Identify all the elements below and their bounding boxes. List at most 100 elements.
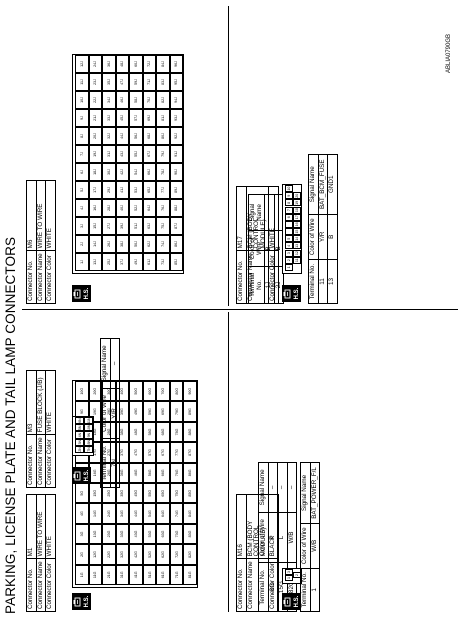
terminal-cavity: 3G [75, 523, 89, 545]
terminal-cavity: 20J [88, 127, 102, 145]
badge-label: H.S. [84, 469, 90, 482]
info-value-connector-name: BCM (BODY CONTROL MODULE) [246, 186, 269, 251]
terminal-cavity: 36J [102, 55, 116, 73]
info-value-connector-number: M6 [26, 180, 37, 251]
terminal-cavity: 69G [156, 401, 170, 422]
connector-view-icon [73, 471, 81, 481]
color-of-wire-header: Color of Wire [300, 523, 311, 569]
terminal-cavity: 62G [156, 544, 170, 565]
signal-cell: 7N [110, 438, 120, 488]
terminal-cavity: 2J [75, 235, 89, 253]
info-label-connector-color: Connector Color [45, 250, 56, 304]
terminal-cavity: 44G [129, 503, 143, 524]
info-label-connector-name: Connector Name [36, 250, 46, 304]
terminal-cavity: 10N [84, 424, 93, 432]
terminal-cavity: 43J [115, 145, 129, 163]
terminal-no-header: Terminal No. [308, 259, 319, 304]
terminal-cavity: 4 [285, 242, 293, 250]
terminal-cavity: 2 [285, 256, 293, 264]
info-value-connector-color: BLACK [268, 494, 279, 559]
terminal-cavity: 22J [88, 91, 102, 109]
info-value-connector-color: WHITE [45, 494, 56, 559]
terminal-cavity: 91J [169, 145, 183, 163]
terminal-cavity: 77G [169, 442, 184, 463]
color-of-wire-header: Color of Wire [308, 214, 319, 260]
connector-view-icon [283, 597, 291, 607]
terminal-cavity: 48G [129, 421, 143, 443]
terminal-cavity: 15 [293, 228, 301, 236]
terminal-cavity: 55J [129, 145, 143, 163]
signal-cell: B [327, 214, 338, 260]
terminal-cavity: 42J [115, 163, 129, 181]
terminal-cavity: 10J [75, 91, 89, 109]
terminal-cavity: 7 [285, 206, 293, 214]
terminal-cavity: 23J [88, 73, 102, 91]
info-value-connector-name: FUSE BLOCK (J/B) [36, 370, 46, 435]
terminal-cavity: 70J [142, 91, 156, 109]
terminal-cavity: 33G [115, 523, 130, 545]
info-label-connector-number: Connector No. [26, 250, 37, 304]
terminal-cavity: 78J [156, 163, 170, 181]
terminal-cavity: 67G [156, 442, 170, 463]
info-label-connector-number: Connector No. [26, 434, 37, 488]
terminal-cavity: 15J [88, 217, 102, 235]
terminal-cavity: 65J [142, 181, 156, 199]
terminal-cavity: 12G [88, 544, 103, 565]
terminal-cavity: 11N [84, 417, 93, 425]
terminal-cavity: 9J [75, 109, 89, 127]
terminal-cavity: 53G [142, 523, 157, 545]
signal-cell: L [277, 512, 288, 563]
terminal-cavity: 1J [75, 253, 89, 271]
info-value-connector-color: WHITE [45, 370, 56, 435]
info-value-connector-color: WHITE [45, 180, 56, 251]
terminal-cavity: 44J [115, 127, 129, 145]
terminal-cavity: 73G [169, 523, 184, 545]
terminal-cavity: 25J [102, 253, 116, 271]
badge-label: H.S. [84, 595, 90, 608]
terminal-cavity: 50J [129, 235, 143, 253]
page-title: PARKING, LICENSE PLATE AND TAIL LAMP CON… [3, 236, 18, 614]
terminal-cavity: 59G [142, 401, 157, 422]
terminal-cavity: 85J [169, 253, 183, 271]
terminal-cavity: 96J [169, 55, 183, 73]
terminal-cavity: 33J [102, 109, 116, 127]
signal-name-header: Signal Name [308, 154, 319, 215]
terminal-cavity: 30J [102, 163, 116, 181]
terminal-cavity: 50G [129, 381, 143, 402]
info-label-connector-name: Connector Name [36, 434, 46, 488]
terminal-cavity: 57G [142, 442, 157, 463]
terminal-cavity: 12 [293, 249, 301, 257]
terminal-cavity: 84G [183, 503, 197, 524]
terminal-cavity: 52J [129, 199, 143, 217]
info-label-connector-color: Connector Color [268, 558, 279, 612]
terminal-cavity: 16 [293, 220, 301, 228]
signal-cell: 13 [327, 259, 338, 304]
terminal-cavity: 28J [102, 199, 116, 217]
terminal-cavity: 16J [88, 199, 102, 217]
terminal-cavity: 12J [75, 55, 89, 73]
terminal-cavity: 2G [75, 544, 89, 565]
terminal-cavity: 47J [115, 73, 129, 91]
terminal-cavity: 86G [183, 462, 197, 483]
terminal-cavity: 4J [75, 199, 89, 217]
info-value-connector-number: M16 [236, 494, 247, 559]
terminal-cavity: 64J [142, 199, 156, 217]
connector-face: 1G2G3G4G5G6G7G8G9G10G11G12G13G14G15G16G1… [72, 380, 198, 588]
harness-side-badge: H.S. [72, 593, 91, 610]
terminal-cavity: 14J [88, 235, 102, 253]
terminal-cavity: 54G [142, 503, 157, 524]
terminal-cavity: 5G [75, 483, 89, 504]
terminal-cavity: 40J [115, 199, 129, 217]
terminal-cavity: 80J [156, 127, 170, 145]
terminal-cavity: 47G [129, 442, 143, 463]
terminal-cavity: 66G [156, 462, 170, 483]
info-label-connector-name: Connector Name [246, 250, 269, 304]
